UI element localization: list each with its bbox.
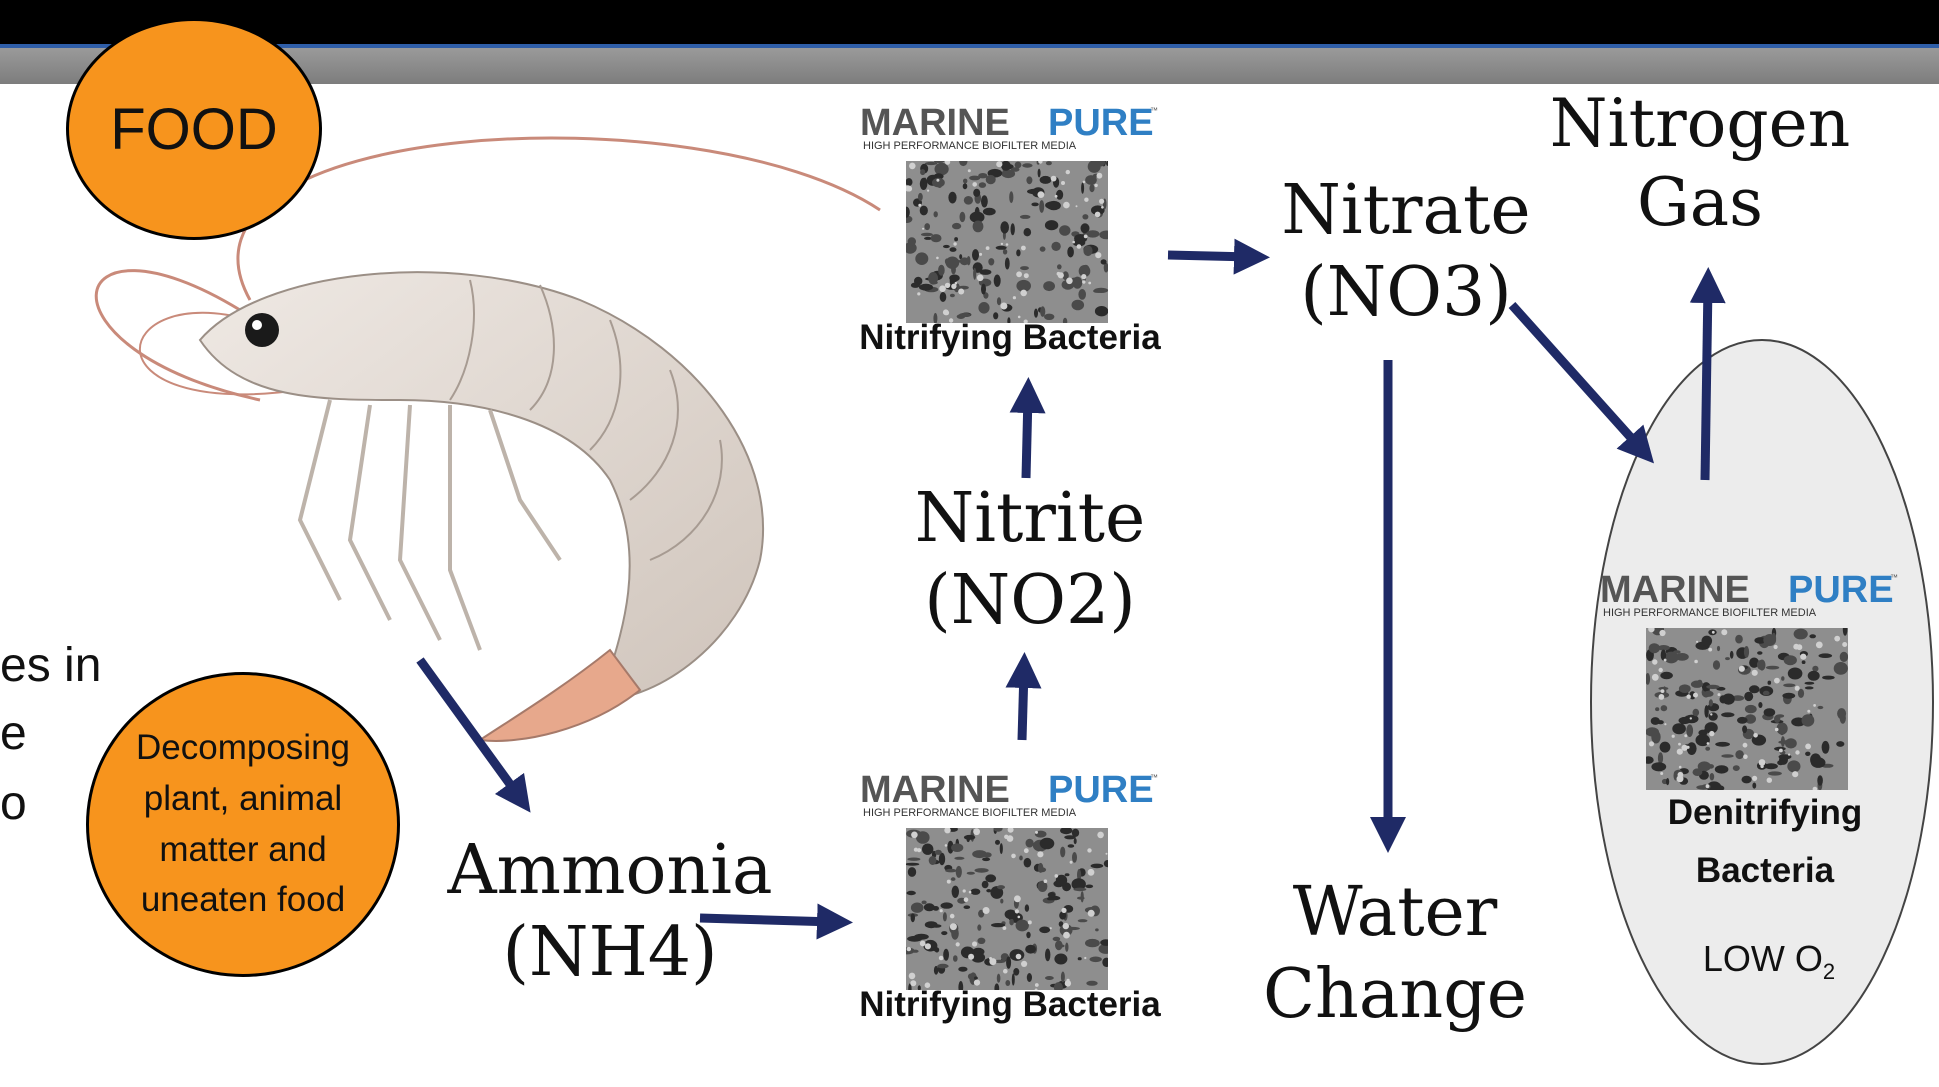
arrow-media-to-nitrite <box>1022 670 1024 740</box>
nitrite-name: Nitrite <box>880 478 1180 560</box>
nitrogen-gas-node: Nitrogen Gas <box>1525 84 1875 242</box>
foam-texture-image <box>906 828 1108 990</box>
nitrogen-line-2: Gas <box>1525 163 1875 242</box>
water-change-node: Water Change <box>1245 872 1545 1035</box>
media-block-top: MARINE PURE ™ HIGH PERFORMANCE BIOFILTER… <box>860 103 1160 333</box>
arrow-nitrite-to-media <box>1026 395 1028 478</box>
nitrate-name: Nitrate <box>1256 170 1556 252</box>
logo-tagline: HIGH PERFORMANCE BIOFILTER MEDIA <box>863 807 1077 819</box>
logo-tagline: HIGH PERFORMANCE BIOFILTER MEDIA <box>863 140 1077 152</box>
logo-word-pure: PURE <box>1048 103 1154 144</box>
nitrate-formula: (NO3) <box>1256 252 1556 334</box>
media-block-bottom: MARINE PURE ™ HIGH PERFORMANCE BIOFILTER… <box>860 770 1160 1000</box>
logo-word-pure: PURE <box>1788 570 1894 611</box>
logo-tm: ™ <box>1890 573 1898 582</box>
ammonia-formula: (NH4) <box>420 912 800 994</box>
ammonia-name: Ammonia <box>420 830 800 912</box>
nitrifying-bacteria-label-bottom: Nitrifying Bacteria <box>825 985 1195 1025</box>
logo-tagline: HIGH PERFORMANCE BIOFILTER MEDIA <box>1603 607 1817 619</box>
water-line-1: Water <box>1245 872 1545 954</box>
foam-texture-image <box>1646 628 1848 790</box>
marinepure-logo: MARINE PURE ™ HIGH PERFORMANCE BIOFILTER… <box>860 770 1160 820</box>
nitrifying-bacteria-label-top: Nitrifying Bacteria <box>825 318 1195 358</box>
logo-word-marine: MARINE <box>860 103 1010 144</box>
low-oxygen-subscript: 2 <box>1823 959 1835 984</box>
ammonia-node: Ammonia (NH4) <box>420 830 800 993</box>
low-oxygen-text: LOW O <box>1703 938 1823 979</box>
arrow-shrimp-to-ammonia <box>420 660 520 798</box>
low-oxygen-label: LOW O2 <box>1699 938 1839 985</box>
nitrate-node: Nitrate (NO3) <box>1256 170 1556 333</box>
logo-word-marine: MARINE <box>860 770 1010 811</box>
marinepure-logo: MARINE PURE ™ HIGH PERFORMANCE BIOFILTER… <box>1600 570 1900 620</box>
nitrite-formula: (NO2) <box>880 560 1180 642</box>
nitrogen-line-1: Nitrogen <box>1525 84 1875 163</box>
marinepure-logo: MARINE PURE ™ HIGH PERFORMANCE BIOFILTER… <box>860 103 1160 153</box>
arrow-media-to-nitrate <box>1168 255 1252 257</box>
media-block-right: MARINE PURE ™ HIGH PERFORMANCE BIOFILTER… <box>1600 570 1900 800</box>
logo-tm: ™ <box>1150 106 1158 115</box>
arrow-denitrifying-to-nitrogen <box>1705 285 1708 480</box>
water-line-2: Change <box>1245 954 1545 1036</box>
denitrifying-label-line-1: Denitrifying <box>1600 793 1930 833</box>
logo-tm: ™ <box>1150 773 1158 782</box>
denitrifying-label-line-2: Bacteria <box>1600 851 1930 891</box>
logo-word-marine: MARINE <box>1600 570 1750 611</box>
foam-texture-image <box>906 161 1108 323</box>
logo-word-pure: PURE <box>1048 770 1154 811</box>
nitrite-node: Nitrite (NO2) <box>880 478 1180 641</box>
